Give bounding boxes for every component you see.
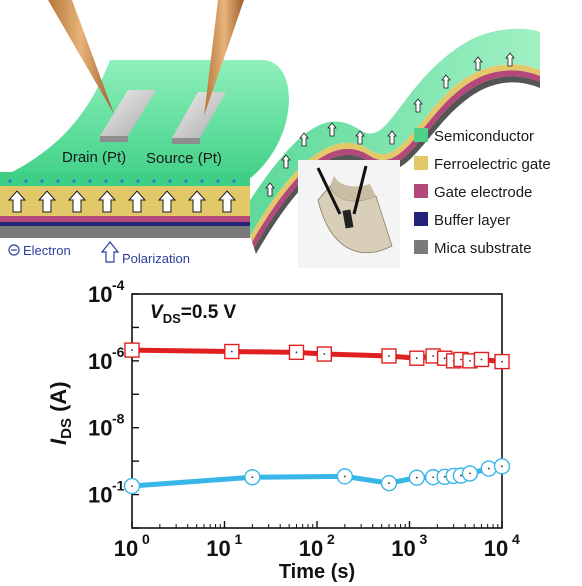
legend-label: Buffer layer <box>434 212 510 229</box>
x-tick-exponent: 0 <box>142 531 150 547</box>
vds-annotation: VDS=0.5 V <box>150 302 237 326</box>
legend-label: Semiconductor <box>434 128 534 145</box>
device-photo-inset <box>298 160 400 268</box>
data-point-center <box>343 475 346 478</box>
source-electrode <box>172 92 226 144</box>
semiconductor-front <box>0 172 250 186</box>
electron-dots <box>8 179 236 183</box>
legend-swatch-semiconductor <box>414 128 428 142</box>
data-point-center <box>460 474 462 477</box>
data-point-center <box>295 351 298 354</box>
drain-probe <box>48 0 114 114</box>
wave-polarization-arrows <box>265 52 515 197</box>
data-point-center <box>432 355 435 357</box>
data-point-center <box>388 482 390 485</box>
x-tick-label: 10 <box>391 536 415 561</box>
polarization-label: Polarization <box>122 251 190 266</box>
electron-label: Electron <box>23 243 71 258</box>
semiconductor-layer <box>0 60 289 186</box>
y-axis-label: IDS (A) <box>46 381 75 445</box>
polarization-icon <box>100 241 120 263</box>
data-point-center <box>415 357 418 360</box>
y-tick-exponent: -6 <box>112 344 125 360</box>
x-axis-label: Time (s) <box>279 561 355 583</box>
data-point-center <box>501 360 503 363</box>
y-tick-label: 10 <box>88 483 112 508</box>
legend-swatch-mica <box>414 240 428 254</box>
data-point-center <box>131 349 133 351</box>
data-point-center <box>443 475 446 478</box>
data-point-center <box>230 350 233 353</box>
data-point-center <box>469 359 471 362</box>
ferroelectric-layer <box>0 186 250 216</box>
data-point-center <box>460 358 462 361</box>
y-tick-label: 10 <box>88 349 112 374</box>
legend-swatch-gate-electrode <box>414 184 428 198</box>
source-label: Source (Pt) <box>146 150 222 167</box>
polarization-arrows <box>7 190 237 213</box>
y-tick-label: 10 <box>88 416 112 441</box>
x-tick-exponent: 3 <box>420 531 428 547</box>
data-point-center <box>432 476 435 479</box>
y-tick-label: 10 <box>88 282 112 307</box>
data-point-center <box>480 358 483 361</box>
x-tick-exponent: 4 <box>512 531 520 547</box>
gate-electrode-layer <box>0 216 250 222</box>
material-legend: Semiconductor Ferroelectric gate Gate el… <box>414 128 551 257</box>
data-point-center <box>323 353 326 355</box>
data-point-center <box>487 467 490 470</box>
x-tick-exponent: 1 <box>235 531 243 547</box>
buffer-layer <box>0 222 250 226</box>
data-point-center <box>501 465 503 468</box>
legend-label: Gate electrode <box>434 184 532 201</box>
source-probe <box>204 0 244 116</box>
data-point-center <box>469 472 471 475</box>
data-point-center <box>415 476 418 479</box>
legend-label: Ferroelectric gate <box>434 156 551 173</box>
y-tick-exponent: -8 <box>112 411 125 427</box>
legend-swatch-buffer <box>414 212 428 226</box>
mica-substrate <box>0 226 250 238</box>
data-point-center <box>251 476 254 479</box>
y-tick-exponent: -4 <box>112 280 125 293</box>
x-tick-label: 10 <box>484 536 508 561</box>
legend-label: Mica substrate <box>434 240 532 257</box>
data-point-center <box>388 355 390 357</box>
plot-frame <box>131 293 503 529</box>
legend-swatch-ferroelectric <box>414 156 428 170</box>
data-point-center <box>443 357 446 360</box>
data-point-center <box>131 485 133 487</box>
drain-electrode <box>100 90 156 142</box>
electron-symbol <box>8 244 20 256</box>
x-tick-label: 10 <box>299 536 323 561</box>
drain-label: Drain (Pt) <box>62 149 126 166</box>
x-tick-exponent: 2 <box>327 531 335 547</box>
x-tick-label: 10 <box>206 536 230 561</box>
device-schematic: Drain (Pt) Source (Pt) Electron Polariza… <box>0 0 551 268</box>
x-tick-label: 10 <box>114 536 138 561</box>
